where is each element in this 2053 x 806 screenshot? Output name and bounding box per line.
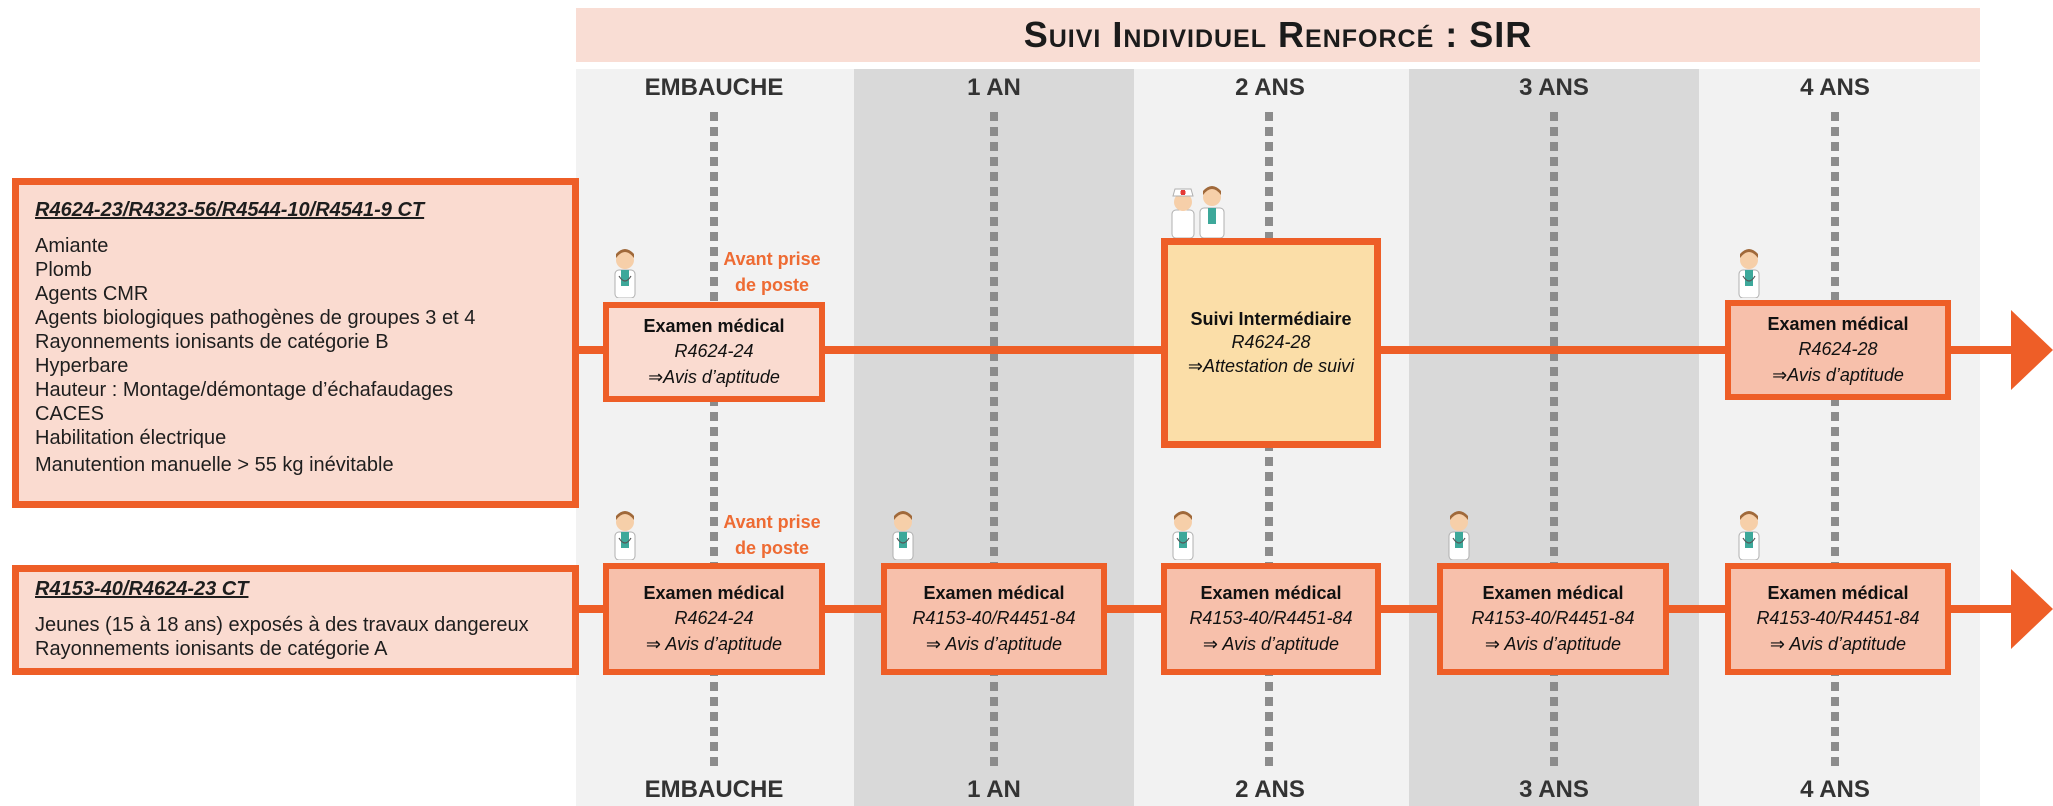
- box-reference: R4624-24: [674, 341, 754, 361]
- list-item: Habilitation électrique: [35, 427, 227, 449]
- list-item: Jeunes (15 à 18 ans) exposés à des trava…: [35, 614, 529, 636]
- doctor-icon: [614, 249, 636, 298]
- column-label-4-ans: 4 ANS: [1800, 74, 1870, 101]
- box-outcome: ⇒Avis d’aptitude: [1772, 365, 1904, 385]
- column-label-3-ans-bottom: 3 ANS: [1519, 776, 1589, 803]
- box-outcome: ⇒ Avis d’aptitude: [1769, 634, 1907, 654]
- row2-risk-heading: R4153-40/R4624-23 CT: [35, 578, 249, 600]
- box-title: Examen médical: [923, 583, 1065, 603]
- box-title: Suivi Intermédiaire: [1190, 309, 1352, 329]
- list-item: Rayonnements ionisants de catégorie B: [35, 331, 389, 353]
- column-4-ans: [1699, 69, 1980, 806]
- box-title: Examen médical: [643, 316, 785, 336]
- row1-risk-heading: R4624-23/R4323-56/R4544-10/R4541-9 CT: [35, 199, 425, 221]
- row2-arrow-head: [2011, 569, 2053, 649]
- list-item: Hyperbare: [35, 355, 129, 377]
- box-reference: R4153-40/R4451-84: [1756, 608, 1920, 628]
- row1-avant-prise-de-poste: Avant prise de poste: [723, 249, 821, 295]
- box-title: Examen médical: [643, 583, 785, 603]
- column-label-embauche: EMBAUCHE: [644, 74, 784, 101]
- list-item: Amiante: [35, 235, 109, 257]
- nurse-doctor-icon: [1171, 186, 1225, 238]
- list-item: Agents CMR: [35, 283, 149, 305]
- row1-embauche-examen-box: Examen médical R4624-24 ⇒Avis d’aptitude: [603, 302, 825, 402]
- timeline-dash-3-ans: [1550, 112, 1558, 772]
- list-item: Rayonnements ionisants de catégorie A: [35, 638, 388, 660]
- row1-arrow-head: [2011, 310, 2053, 390]
- box-reference: R4153-40/R4451-84: [1471, 608, 1635, 628]
- doctor-icon: [1172, 511, 1194, 560]
- box-reference: R4624-28: [1798, 339, 1878, 359]
- row1-suivi-intermediaire-box: Suivi Intermédiaire R4624-28 ⇒Attestatio…: [1161, 238, 1381, 448]
- column-label-3-ans: 3 ANS: [1519, 74, 1589, 101]
- row2-embauche-examen-box: Examen médical R4624-24 ⇒ Avis d’aptitud…: [603, 563, 825, 675]
- box-reference: R4153-40/R4451-84: [912, 608, 1076, 628]
- row2-4-ans-examen-box: Examen médical R4153-40/R4451-84 ⇒ Avis …: [1725, 563, 1951, 675]
- box-reference: R4153-40/R4451-84: [1189, 608, 1353, 628]
- doctor-icon: [1738, 249, 1760, 298]
- list-item: Agents biologiques pathogènes de groupes…: [35, 307, 476, 329]
- box-title: Examen médical: [1767, 583, 1909, 603]
- timeline-dash-4-ans: [1831, 112, 1839, 772]
- list-item: Plomb: [35, 259, 92, 281]
- column-label-2-ans-bottom: 2 ANS: [1235, 776, 1305, 803]
- list-item: Hauteur : Montage/démontage d’échafaudag…: [35, 379, 454, 401]
- box-outcome: ⇒ Avis d’aptitude: [925, 634, 1063, 654]
- box-outcome: ⇒ Avis d’aptitude: [1484, 634, 1622, 654]
- doctor-icon: [614, 511, 636, 560]
- box-title: Examen médical: [1767, 314, 1909, 334]
- row2-risk-list: R4153-40/R4624-23 CT Jeunes (15 à 18 ans…: [12, 565, 579, 675]
- row2-2-ans-examen-box: Examen médical R4153-40/R4451-84 ⇒ Avis …: [1161, 563, 1381, 675]
- list-item: CACES: [35, 403, 104, 425]
- row1-4-ans-examen-box: Examen médical R4624-28 ⇒Avis d’aptitude: [1725, 300, 1951, 400]
- box-reference: R4624-28: [1231, 332, 1311, 352]
- box-reference: R4624-24: [674, 608, 754, 628]
- page-title: Suivi Individuel Renforcé : SIR: [576, 8, 1980, 62]
- box-title: Examen médical: [1200, 583, 1342, 603]
- doctor-icon: [1448, 511, 1470, 560]
- column-label-1-an-bottom: 1 AN: [967, 776, 1021, 803]
- box-outcome: ⇒ Avis d’aptitude: [1202, 634, 1340, 654]
- box-title: Examen médical: [1482, 583, 1624, 603]
- column-label-1-an: 1 AN: [967, 74, 1021, 101]
- box-outcome: ⇒Attestation de suivi: [1187, 356, 1355, 376]
- box-outcome: ⇒ Avis d’aptitude: [645, 634, 783, 654]
- box-outcome: ⇒Avis d’aptitude: [648, 367, 780, 387]
- column-label-4-ans-bottom: 4 ANS: [1800, 776, 1870, 803]
- row1-risk-list: R4624-23/R4323-56/R4544-10/R4541-9 CT Am…: [12, 178, 579, 508]
- row2-avant-prise-de-poste: Avant prise de poste: [723, 512, 821, 558]
- timeline-dash-1-an: [990, 112, 998, 772]
- doctor-icon: [892, 511, 914, 560]
- list-item: Manutention manuelle > 55 kg inévitable: [35, 454, 394, 476]
- column-label-embauche-bottom: EMBAUCHE: [644, 776, 784, 803]
- column-label-2-ans: 2 ANS: [1235, 74, 1305, 101]
- doctor-icon: [1738, 511, 1760, 560]
- timeline-dash-embauche: [710, 112, 718, 772]
- row2-1-an-examen-box: Examen médical R4153-40/R4451-84 ⇒ Avis …: [881, 563, 1107, 675]
- row2-3-ans-examen-box: Examen médical R4153-40/R4451-84 ⇒ Avis …: [1437, 563, 1669, 675]
